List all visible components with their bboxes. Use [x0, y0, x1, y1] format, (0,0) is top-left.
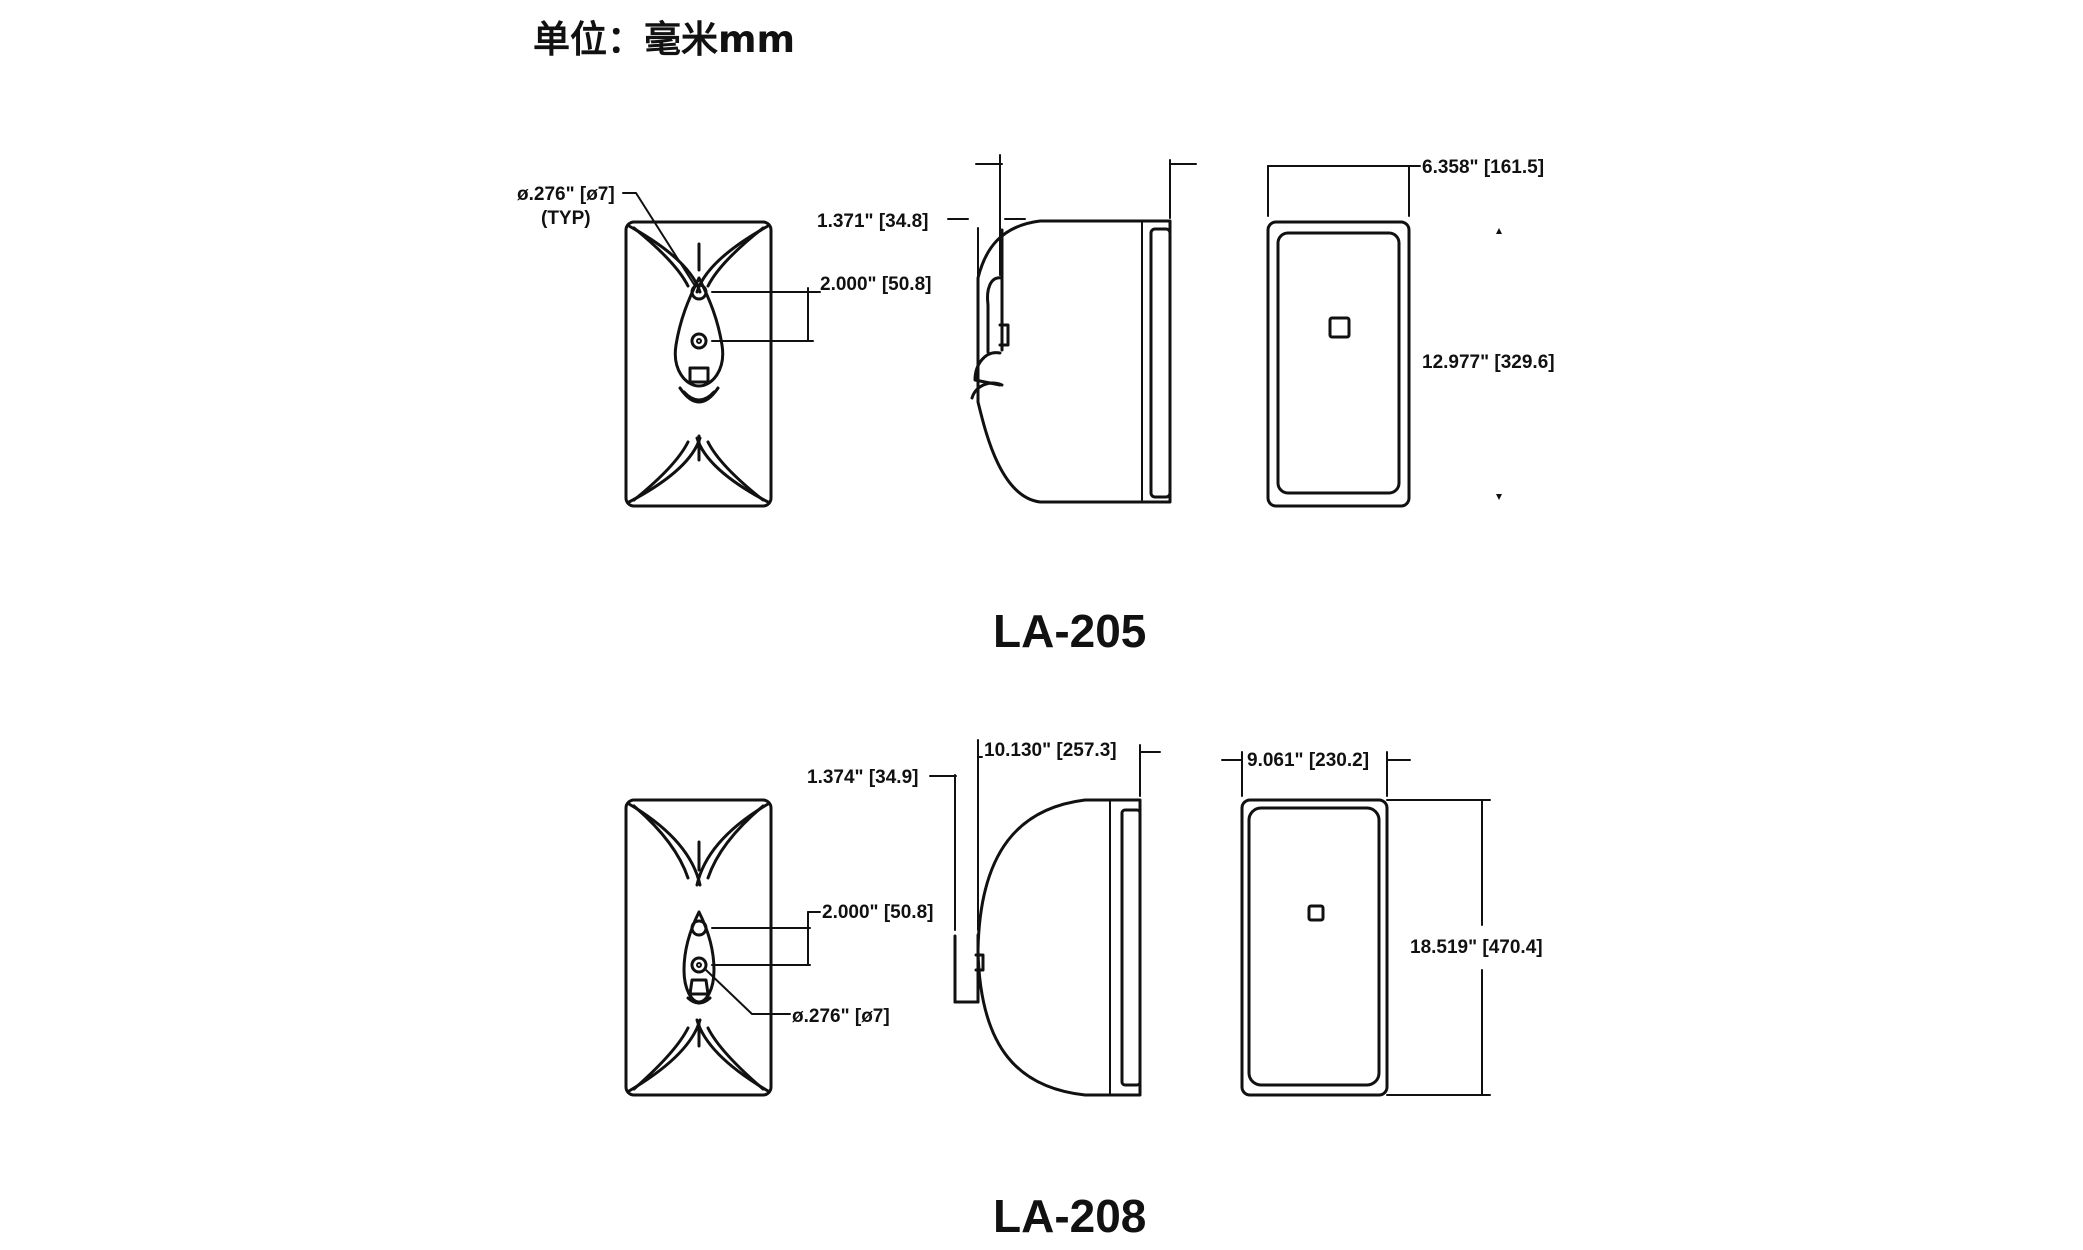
la-208-drawing: 2.000" [50.8] ø.276" [ø7] 1.374" [34.9] …	[624, 739, 1543, 1242]
la-208-width: 9.061" [230.2]	[1247, 750, 1369, 771]
la-208-front-view	[1221, 751, 1491, 1097]
la-205-hole-note: (TYP)	[541, 208, 591, 229]
la-205-width: 6.358" [161.5]	[1422, 157, 1544, 178]
la-205-back-view	[622, 192, 821, 508]
la-205-hole-dim: ø.276" [ø7]	[517, 184, 615, 205]
la-205-hole-spacing: 2.000" [50.8]	[820, 274, 931, 295]
la-208-depth: 10.130" [257.3]	[984, 740, 1117, 761]
la-205-drawing: ø.276" [ø7] (TYP) 2.000" [50.8] 1.371" […	[517, 154, 1555, 657]
la-205-front-view	[1266, 165, 1502, 508]
la-208-bracket-depth: 1.374" [34.9]	[807, 767, 918, 788]
la-205-side-view	[947, 154, 1197, 504]
la-208-hole-dim: ø.276" [ø7]	[792, 1006, 890, 1027]
la-205-height: 12.977" [329.6]	[1422, 352, 1555, 373]
unit-label: 单位：毫米mm	[533, 18, 795, 61]
la-205-model-name: LA-205	[993, 605, 1146, 657]
la-208-hole-spacing: 2.000" [50.8]	[822, 902, 933, 923]
la-208-height: 18.519" [470.4]	[1410, 937, 1543, 958]
la-205-bracket-depth: 1.371" [34.8]	[817, 211, 928, 232]
la-208-side-view	[929, 739, 1161, 1097]
la-208-back-view	[624, 798, 821, 1097]
la-208-model-name: LA-208	[993, 1190, 1146, 1242]
